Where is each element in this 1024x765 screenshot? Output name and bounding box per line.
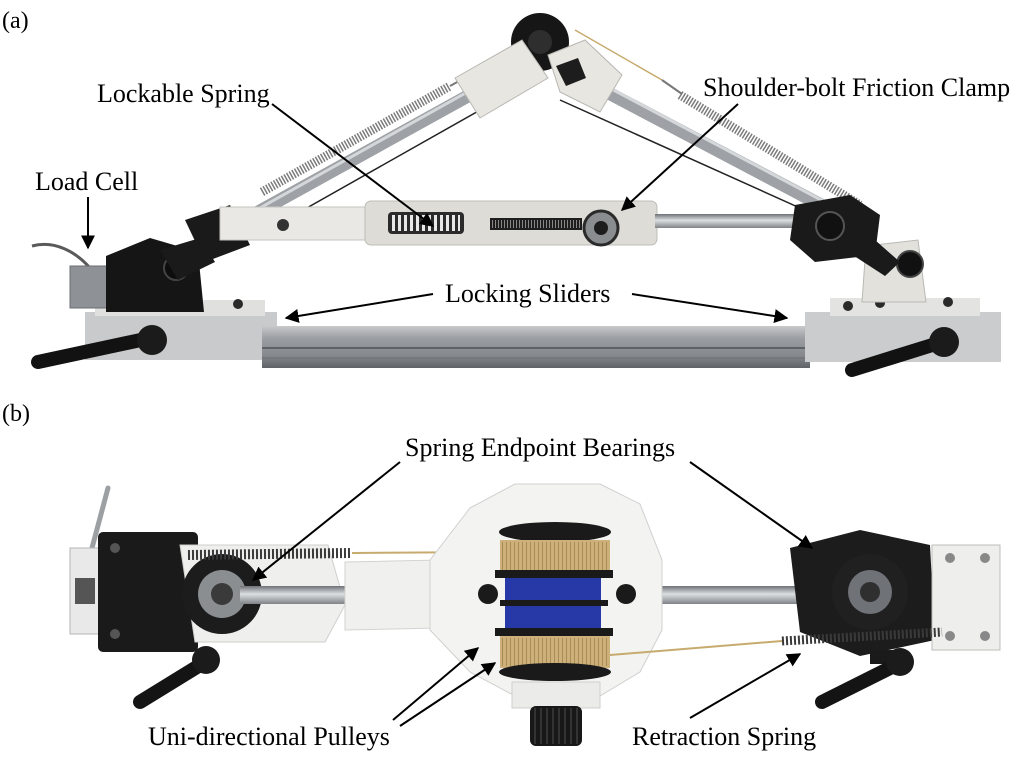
housing-left-ear (344, 559, 441, 631)
right-plate-screw (980, 553, 990, 563)
upper-blue-spool (505, 578, 601, 600)
friction-clamp-arrow (620, 103, 739, 211)
right-joint-link (845, 240, 900, 276)
lockable-spring-label: Lockable Spring (97, 79, 270, 108)
right-plate-bolt (843, 301, 853, 311)
right-plate-screw (945, 631, 955, 641)
right-handle-knob-b (886, 648, 914, 676)
friction-clamp-bolt-head (594, 221, 608, 235)
left-handle-knob (137, 325, 167, 355)
load-cell-cable (31, 243, 92, 269)
housing-base (511, 681, 601, 709)
retraction-spring-arrow (689, 653, 802, 719)
pulleys-upper-arrow (392, 647, 480, 721)
panel-a: (a) Lockable Spring Shoulder-bolt Fricti… (2, 8, 1010, 377)
left-bar-link-bolt (277, 219, 289, 231)
bottom-pulley-flange (499, 663, 611, 681)
panel-a-label: (a) (2, 8, 29, 34)
left-bar-link (219, 206, 371, 241)
left-handle-knob-b (192, 646, 220, 674)
left-locking-handle-b (133, 655, 212, 709)
left-end-block (98, 532, 198, 652)
apex-left-block (454, 39, 549, 119)
right-locking-handle-b (815, 657, 905, 709)
load-cell-label: Load Cell (35, 167, 138, 196)
spool-separator (495, 628, 613, 636)
housing-bolt-left (478, 584, 498, 604)
right-plate-screw (945, 553, 955, 563)
friction-clamp-label: Shoulder-bolt Friction Clamp (703, 73, 1010, 102)
top-pulley-flange (499, 522, 611, 542)
endpoint-bearings-left-arrow (251, 461, 401, 581)
left-block-bolt (110, 629, 120, 639)
lockable-spring-arrow (271, 103, 435, 227)
right-bearing-core (860, 582, 880, 602)
right-locking-handle (845, 335, 949, 377)
left-front-plate-logo (75, 578, 95, 604)
retraction-spring-label: Retraction Spring (632, 722, 816, 751)
right-arm-rod-highlight (567, 64, 843, 213)
panel-b-photo (69, 483, 1001, 746)
panel-b: (b) Spring Endpoint Bearings Uni-directi… (2, 401, 1001, 751)
right-mount-knob (896, 250, 924, 278)
spool-separator (495, 570, 613, 578)
bottom-knob (530, 706, 582, 746)
left-arm-cable (281, 95, 506, 223)
panel-a-photo (31, 13, 1001, 377)
spool-separator (500, 600, 608, 606)
right-handle-knob (929, 327, 959, 357)
right-plate-screw (980, 631, 990, 641)
left-locking-handle (31, 331, 157, 369)
endpoint-bearings-label: Spring Endpoint Bearings (405, 433, 675, 462)
clamp-scale-slot (490, 218, 582, 230)
panel-b-label: (b) (2, 401, 30, 427)
locking-sliders-label: Locking Sliders (445, 279, 610, 308)
left-plate-bolt (233, 299, 243, 309)
load-cell-body (69, 265, 113, 309)
left-arm-spring (259, 82, 453, 196)
apex-clip (556, 58, 586, 86)
right-plate-bolt (943, 297, 953, 307)
pulleys-label: Uni-directional Pulleys (148, 722, 390, 751)
endpoint-bearings-right-arrow (689, 461, 814, 549)
right-arm-spring (677, 91, 863, 209)
right-arm-tan-cable (574, 29, 663, 81)
right-arm-cable (559, 99, 841, 227)
retraction-spring (781, 627, 943, 646)
locking-sliders-left-arrow (284, 293, 434, 323)
right-arm-chain (661, 79, 683, 95)
right-joint-pivot (815, 211, 845, 241)
locking-sliders-right-arrow (631, 293, 789, 323)
left-spring (187, 548, 351, 560)
left-wire (89, 485, 111, 551)
right-cable (609, 640, 783, 656)
bar-slide-rod (655, 214, 820, 228)
pulleys-lower-arrow (399, 662, 497, 727)
left-bearing-core (211, 583, 233, 605)
right-end-plate (931, 544, 1001, 651)
apex-pulley-hub (528, 30, 552, 54)
lower-blue-spool (505, 606, 601, 628)
left-block-bolt (110, 543, 120, 553)
housing-bolt-right (616, 584, 636, 604)
